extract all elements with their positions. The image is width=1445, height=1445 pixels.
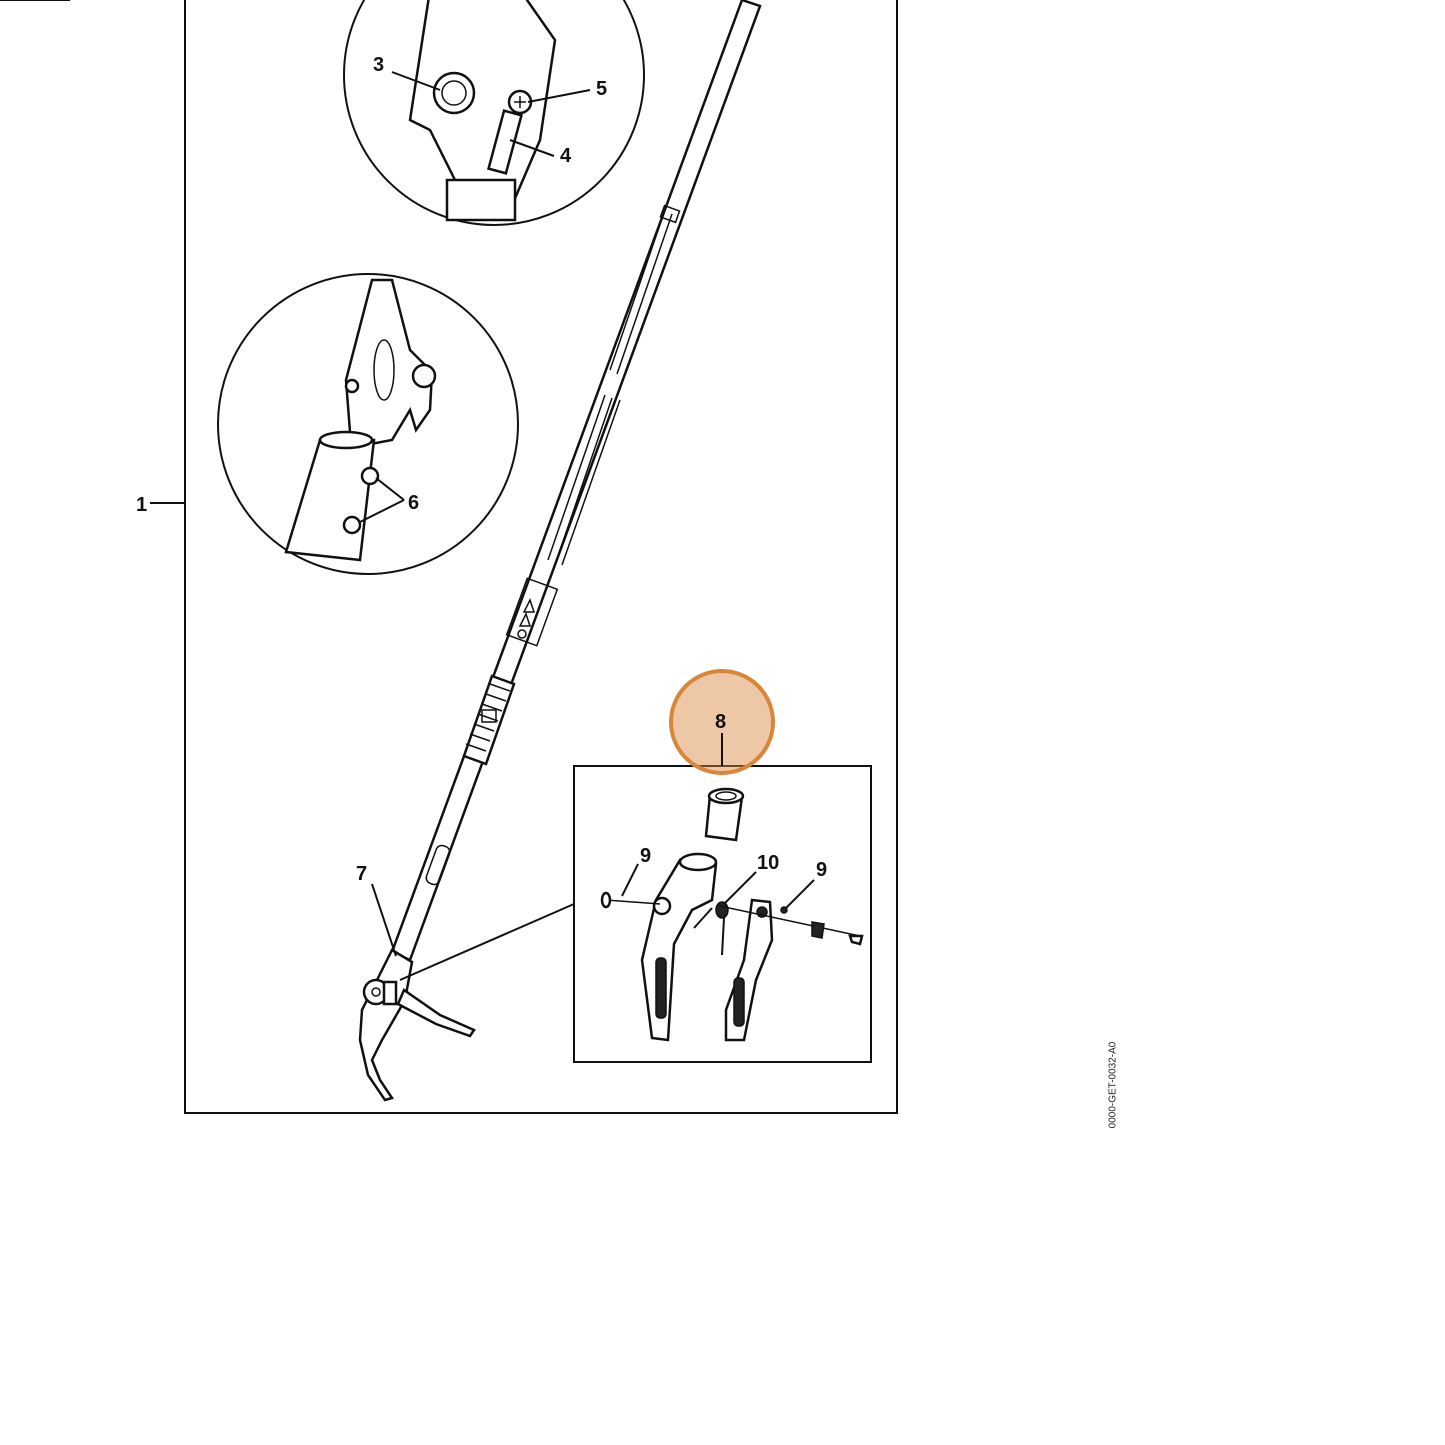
callout-9-left[interactable]: 9 — [640, 845, 651, 867]
leader-4 — [509, 139, 555, 157]
pole — [390, 0, 762, 962]
detail-leader-line — [399, 903, 575, 981]
leader-10 — [723, 871, 757, 905]
exploded-handle-parts — [600, 787, 864, 1042]
main-frame — [184, 0, 898, 1114]
callout-1[interactable]: 1 — [136, 494, 147, 516]
bottom-handle — [358, 948, 476, 1102]
callout-9-right[interactable]: 9 — [816, 859, 827, 881]
pole-warning-symbols — [505, 577, 559, 647]
highlight-8[interactable]: 8 — [669, 669, 775, 775]
highlight-circle — [669, 669, 775, 775]
callout-6[interactable]: 6 — [408, 492, 419, 514]
callout-5[interactable]: 5 — [596, 78, 607, 100]
pin-9-left — [600, 891, 661, 909]
leader-5 — [527, 89, 591, 103]
leader-7 — [371, 883, 397, 957]
callout-3[interactable]: 3 — [373, 54, 384, 76]
leader-3 — [391, 71, 441, 91]
pole-brand-label — [425, 844, 451, 886]
leader-9-right — [785, 879, 815, 909]
detail-circle-pole-clamp — [217, 273, 519, 575]
leader-6a — [375, 477, 405, 501]
callout-10[interactable]: 10 — [757, 852, 779, 874]
leader-6b — [359, 499, 405, 523]
callout-4[interactable]: 4 — [560, 145, 572, 167]
trigger-lever — [724, 898, 774, 1042]
pole-grip-section — [462, 674, 516, 766]
nut-6-lower — [342, 515, 362, 535]
callout-7[interactable]: 7 — [356, 863, 367, 885]
detail-circle-cutting-head — [0, 0, 645, 226]
handle-body — [640, 852, 718, 1042]
pivot-bolt-3 — [432, 71, 476, 115]
document-reference-code: 0000-GET-0032-A0 — [1107, 1041, 1119, 1129]
spring-4 — [487, 109, 523, 175]
nut-6-upper — [360, 466, 380, 486]
leader-9-left — [621, 863, 639, 897]
sleeve-8 — [704, 787, 745, 842]
callout-8[interactable]: 8 — [715, 711, 726, 733]
spring-10 — [693, 901, 729, 956]
washer-9-right — [780, 906, 788, 914]
